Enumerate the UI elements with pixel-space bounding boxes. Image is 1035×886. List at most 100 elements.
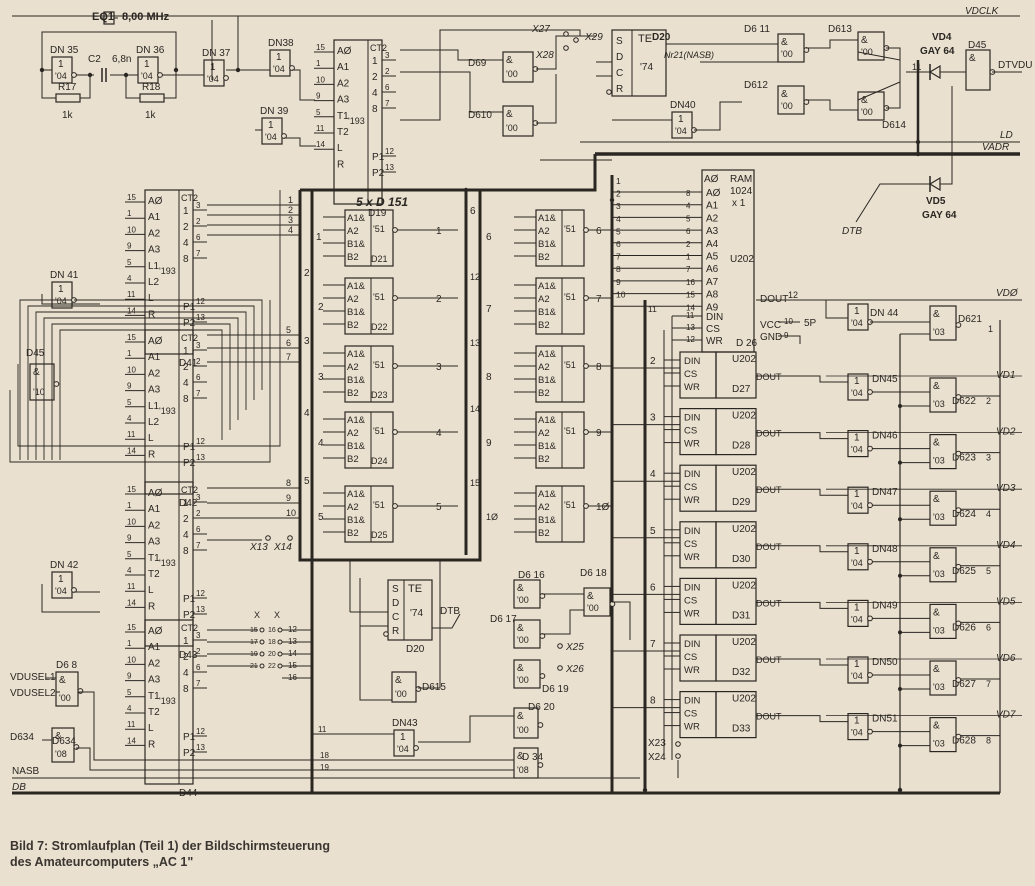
label-text: AØ (148, 488, 163, 499)
label-text: 2 (183, 514, 189, 525)
jumper-x: X (254, 610, 260, 620)
wire (284, 137, 316, 147)
label-text: 4 (986, 509, 991, 519)
mux-body (344, 277, 394, 335)
label-text: '04 (397, 744, 409, 754)
inverter-dn48: 1'04 (847, 543, 873, 571)
label-text: 4 (686, 202, 691, 211)
signal-label-vdusel1: VDUSEL1 (10, 672, 56, 683)
mux-body (344, 209, 394, 267)
wire (825, 300, 848, 319)
resistor-r18 (139, 93, 165, 103)
inversion-bubble (583, 503, 589, 509)
inverter-label: DN50 (872, 657, 898, 668)
label-text: 1 (127, 501, 132, 510)
inversion-bubble (157, 72, 163, 78)
label-text: 1 (288, 195, 293, 205)
label-text: 6 (196, 373, 201, 382)
gate-body (513, 619, 541, 649)
mux-title: 5 x D 151 (356, 195, 408, 209)
label-text: 2 (196, 647, 201, 656)
label-text: B2 (347, 528, 359, 539)
inversion-bubble (867, 728, 873, 735)
label-text: C2 (88, 54, 101, 65)
wire (164, 70, 177, 99)
label-text: B2 (347, 320, 359, 331)
label-text: WR (684, 552, 700, 563)
label-text: '03 (933, 682, 945, 692)
counter-body (144, 481, 194, 647)
label-text: 6 (486, 232, 492, 243)
label-text: GAY 64 (922, 210, 957, 221)
ram-chip: U202 (732, 580, 756, 591)
label-text: & (517, 711, 524, 722)
gate-d627: &'03 (929, 660, 962, 696)
vd-label: VD4 (996, 540, 1016, 551)
gate-body (857, 31, 885, 61)
label-text: 1 (58, 284, 64, 295)
wire (756, 488, 848, 496)
label-text: 8 (183, 394, 189, 405)
label-text: 4 (304, 408, 310, 419)
mux-body (535, 345, 585, 403)
label-text: B2 (538, 388, 550, 399)
inverter-dn44: 1'04 (847, 303, 873, 331)
wire (41, 294, 100, 305)
mux-label: D21 (371, 254, 388, 264)
label-text: & (517, 623, 524, 634)
gate-body (929, 603, 957, 640)
label-text: D (392, 598, 399, 609)
resistor-r17 (55, 93, 81, 103)
bus-label-ld: LD (1000, 130, 1013, 141)
inversion-bubble (259, 663, 265, 669)
label-text: T2 (337, 127, 349, 138)
label-text: L (148, 293, 154, 304)
ram-body (715, 351, 757, 399)
inversion-bubble (675, 753, 681, 759)
label-text: 1 (276, 52, 282, 63)
label-text: 1 (436, 226, 442, 237)
gate-body (929, 660, 957, 696)
ram-body (715, 577, 757, 626)
label-text: 7 (686, 265, 691, 274)
bus-label-vadr: VADR (982, 142, 1009, 153)
label-text: 8 (686, 189, 691, 198)
label-text: B1& (347, 441, 366, 452)
label-text: 5 (127, 550, 132, 559)
inversion-bubble (277, 627, 283, 633)
label-text: 10 (127, 225, 136, 234)
label-text: B1& (538, 515, 557, 526)
label-text: '08 (55, 749, 67, 759)
inverter-body (51, 281, 73, 309)
ram-body (715, 408, 757, 456)
label-text: 1 (144, 59, 150, 70)
label-text: '00 (861, 47, 873, 57)
flipflop-label: D20 (652, 32, 671, 43)
label-text: B1& (347, 515, 366, 526)
label-text: 2 (183, 362, 189, 373)
label-text: '00 (587, 603, 599, 613)
label-text: & (933, 494, 940, 505)
inversion-bubble (867, 672, 873, 678)
mux-body (535, 209, 585, 267)
label-text: 20 (268, 651, 276, 658)
label-text: 8 (986, 736, 991, 746)
bus-index: 5 (616, 226, 621, 236)
figure-caption: Bild 7: Stromlaufplan (Teil 1) der Bilds… (10, 839, 330, 869)
label-text: 1 (210, 62, 216, 73)
inversion-bubble (223, 75, 229, 81)
inverter-body (203, 59, 225, 87)
vd-label: VD7 (996, 710, 1016, 721)
gate-d622: &'03 (929, 377, 962, 413)
mux-body (344, 485, 394, 543)
label-text: 2 (372, 72, 378, 83)
